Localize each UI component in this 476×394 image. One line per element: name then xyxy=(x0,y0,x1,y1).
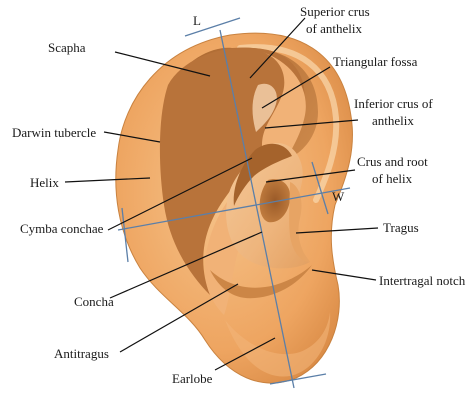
label-earlobe: Earlobe xyxy=(172,371,213,386)
length-axis-letter: L xyxy=(193,13,201,28)
label-inferior-crus-line1: Inferior crus of xyxy=(354,96,433,111)
label-darwin-tubercle: Darwin tubercle xyxy=(12,125,96,140)
label-crus-root-line1: Crus and root xyxy=(357,154,428,169)
label-superior-crus-line1: Superior crus xyxy=(300,4,370,19)
label-triangular-fossa: Triangular fossa xyxy=(333,54,418,69)
label-crus-root-line2: of helix xyxy=(372,171,413,186)
label-scapha: Scapha xyxy=(48,40,86,55)
label-antitragus: Antitragus xyxy=(54,346,109,361)
label-cymba-conchae: Cymba conchae xyxy=(20,221,104,236)
width-axis-letter: W xyxy=(332,189,345,204)
label-tragus: Tragus xyxy=(383,220,419,235)
label-superior-crus-line2: of anthelix xyxy=(306,21,362,36)
label-helix: Helix xyxy=(30,175,59,190)
label-intertragal-notch: Intertragal notch xyxy=(379,273,466,288)
label-inferior-crus-line2: anthelix xyxy=(372,113,414,128)
label-concha: Concha xyxy=(74,294,114,309)
